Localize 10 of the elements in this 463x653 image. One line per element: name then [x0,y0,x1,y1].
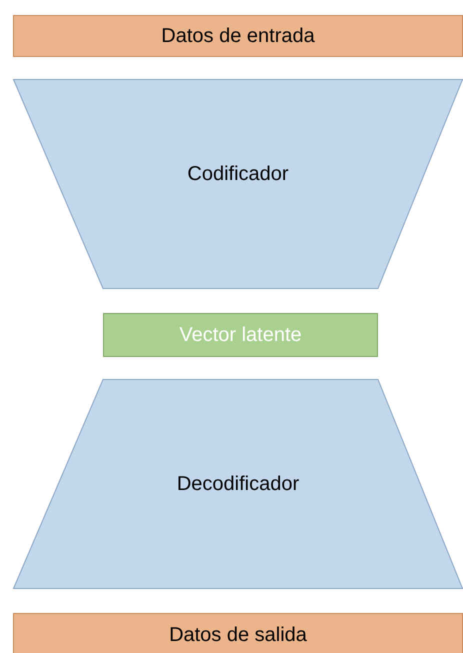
data-bar [13,613,463,653]
node-label: Codificador [187,162,289,186]
node-label: Vector latente [179,324,302,346]
encoder-trapezoid [13,79,463,289]
node-label: Decodificador [176,472,300,496]
data-bar [13,15,463,57]
node-label: Datos de entrada [161,24,315,48]
node-label: Datos de salida [169,624,307,646]
decoder-trapezoid [13,379,463,589]
latent-box [103,313,378,357]
